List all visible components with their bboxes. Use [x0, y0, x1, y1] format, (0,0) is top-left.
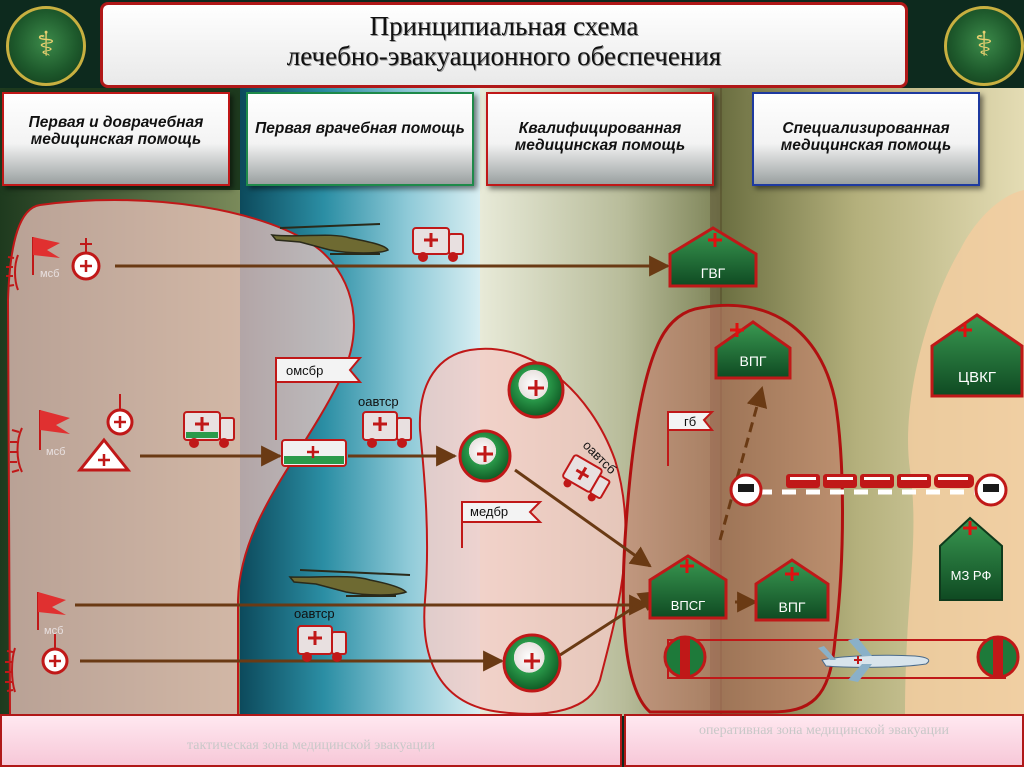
airplane-icon	[818, 638, 930, 682]
vpg-label: ВПГ	[740, 353, 767, 369]
column-qualified: Квалифицированная медицинская помощь	[486, 92, 714, 186]
vpg-label-2: ВПГ	[779, 599, 806, 615]
hospital-icon	[648, 554, 728, 620]
flag-icon	[461, 501, 543, 548]
airfield-icon	[663, 635, 1020, 679]
gb-label: гб	[684, 414, 696, 429]
msb-label-2: мсб	[46, 446, 65, 458]
medical-post-icon	[71, 238, 101, 281]
hospital-icon	[754, 558, 830, 622]
msb-label: мсб	[40, 268, 59, 280]
mz-label: МЗ РФ	[951, 568, 992, 583]
oavtsr-label: оавтср	[358, 394, 399, 409]
ambulance-icon	[412, 227, 464, 262]
column-specialized: Специализированная медицинская помощь	[752, 92, 980, 186]
medical-post-icon	[41, 634, 69, 675]
front-line-marks	[5, 254, 23, 693]
ambulance-icon	[562, 454, 611, 502]
title-line-2: лечебно-эвакуационного обеспечения	[286, 41, 722, 71]
gvg-label: ГВГ	[701, 265, 726, 281]
medical-unit-icon	[507, 361, 565, 419]
title-line-1: Принципиальная схема	[369, 11, 639, 41]
omsbr-label: омсбр	[286, 363, 323, 378]
emblem-icon: ⚕	[6, 6, 86, 86]
triage-point-icon	[76, 437, 132, 472]
medical-unit-icon	[502, 633, 562, 693]
column-first-medical: Первая врачебная помощь	[246, 92, 474, 186]
omsbr-unit	[281, 439, 347, 467]
flag-icon	[37, 592, 66, 630]
tactical-zone-bar: тактическая зона медицинской эвакуации	[0, 714, 622, 767]
flag-icon	[275, 357, 363, 440]
station-icon	[729, 473, 1008, 507]
oavtsr-label-2: оавтср	[294, 606, 335, 621]
flag-icon	[667, 411, 715, 466]
operational-zone-label: оперативная зона медицинской эвакуации	[698, 723, 950, 738]
msb-label-3: мсб	[44, 625, 63, 637]
flag-icon	[39, 410, 70, 450]
hospital-icon	[668, 226, 758, 288]
evacuation-arrows	[75, 255, 768, 672]
flag-icon	[32, 237, 60, 275]
train-icon	[786, 474, 974, 488]
hospital-icon	[939, 516, 1003, 601]
cvkg-label: ЦВКГ	[958, 369, 996, 386]
operational-zone-bar: оперативная зона медицинской эвакуации	[624, 714, 1024, 767]
helicopter-icon	[288, 569, 411, 597]
hospital-icon	[714, 320, 792, 380]
ambulance-icon	[297, 625, 347, 662]
vpsg-label: ВПСГ	[671, 598, 705, 613]
emblem-icon: ⚕	[944, 6, 1024, 86]
column-first-aid: Первая и доврачебная медицинская помощь	[2, 92, 230, 186]
ambulance-icon	[183, 411, 235, 448]
diagram-title: Принципиальная схема лечебно-эвакуационн…	[100, 2, 908, 88]
hospital-icon	[930, 313, 1024, 398]
ambulance-icon	[362, 411, 412, 448]
medbr-label: медбр	[470, 504, 508, 519]
helicopter-icon	[270, 223, 390, 255]
medical-unit-icon	[458, 429, 512, 483]
tactical-zone-label: тактическая зона медицинской эвакуации	[187, 738, 435, 753]
medical-post-icon	[106, 394, 134, 436]
